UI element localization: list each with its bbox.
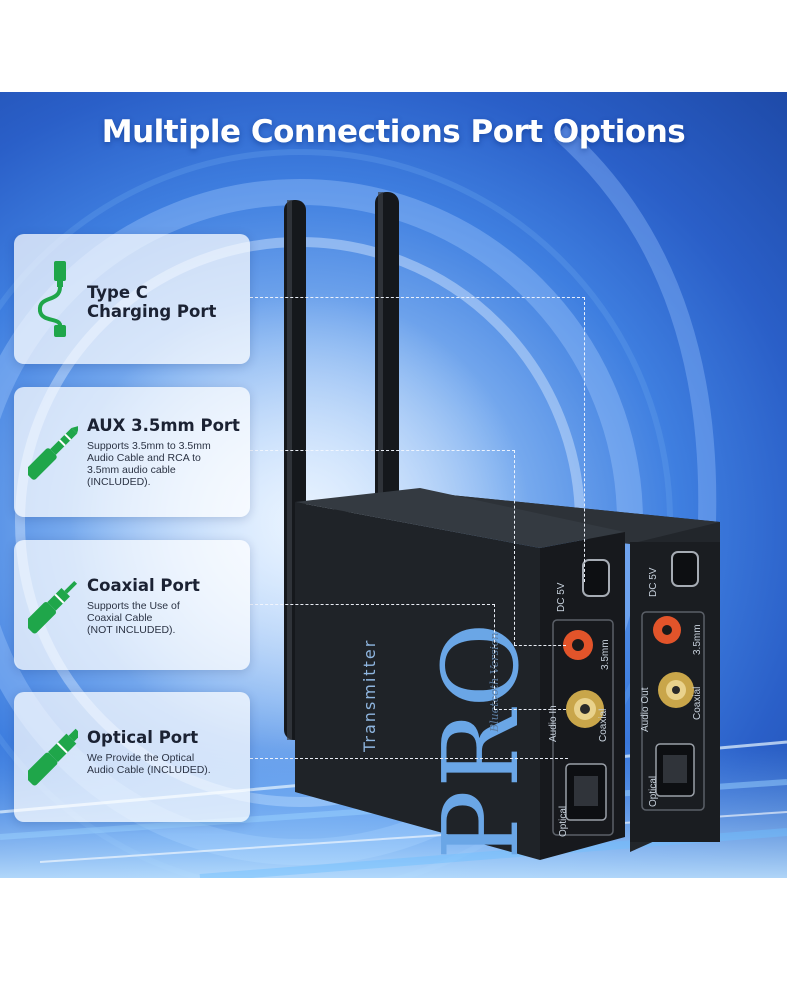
product-banner: Multiple Connections Port Options <box>0 92 787 878</box>
card-desc-line2: Coaxial Cable <box>87 612 153 624</box>
leader-type-c <box>250 297 585 298</box>
page-title: Multiple Connections Port Options <box>101 114 686 150</box>
feature-card-aux: AUX 3.5mm Port Supports 3.5mm to 3.5mm A… <box>14 387 250 517</box>
label-aux-back: 3.5mm <box>692 624 703 655</box>
device-model: Transmitter <box>360 638 379 752</box>
leader-coax <box>250 604 495 605</box>
label-dc-back: DC 5V <box>648 567 659 597</box>
card-desc-line3: 3.5mm audio cable <box>87 464 176 476</box>
leader-aux-drop <box>514 450 515 645</box>
label-aux-front: 3.5mm <box>600 639 611 670</box>
leader-coax-drop <box>494 604 495 709</box>
card-title-line2: Charging Port <box>87 302 217 321</box>
label-optical-front: Optical <box>558 805 569 837</box>
usb-c-cable-icon <box>37 261 66 337</box>
card-desc-line2: Audio Cable and RCA to <box>87 452 201 464</box>
leader-type-c-drop <box>584 297 585 582</box>
leader-aux-end <box>514 645 566 646</box>
coaxial-plug-icon <box>28 580 78 634</box>
feature-card-optical: Optical Port We Provide the Optical Audi… <box>14 692 250 822</box>
label-dc-front: DC 5V <box>556 582 567 612</box>
feature-card-type-c: Type C Charging Port <box>14 234 250 364</box>
optical-plug-icon <box>28 728 78 786</box>
label-coax-back: Coaxial <box>692 686 703 720</box>
device-brand: PRO <box>420 620 542 860</box>
device-illustration <box>284 192 720 860</box>
leader-optical <box>250 758 568 759</box>
card-desc-line2: Audio Cable (INCLUDED). <box>87 764 211 776</box>
card-title: Coaxial Port <box>87 576 200 595</box>
label-audio-in: Audio In <box>548 705 559 742</box>
card-desc-line4: (INCLUDED). <box>87 476 151 488</box>
card-title-line1: Type C <box>87 283 148 302</box>
label-audio-out: Audio Out <box>640 687 651 732</box>
card-desc-line3: (NOT INCLUDED). <box>87 624 176 636</box>
card-desc-line1: Supports 3.5mm to 3.5mm <box>87 440 211 452</box>
card-title: AUX 3.5mm Port <box>87 416 240 435</box>
leader-aux <box>250 450 515 451</box>
card-desc-line1: Supports the Use of <box>87 600 180 612</box>
aux-plug-icon <box>28 425 78 480</box>
feature-card-coaxial: Coaxial Port Supports the Use of Coaxial… <box>14 540 250 670</box>
label-coax-front: Coaxial <box>598 708 609 742</box>
label-optical-back: Optical <box>648 775 659 807</box>
card-title: Optical Port <box>87 728 199 747</box>
card-desc-line1: We Provide the Optical <box>87 752 195 764</box>
leader-coax-end <box>494 709 566 710</box>
